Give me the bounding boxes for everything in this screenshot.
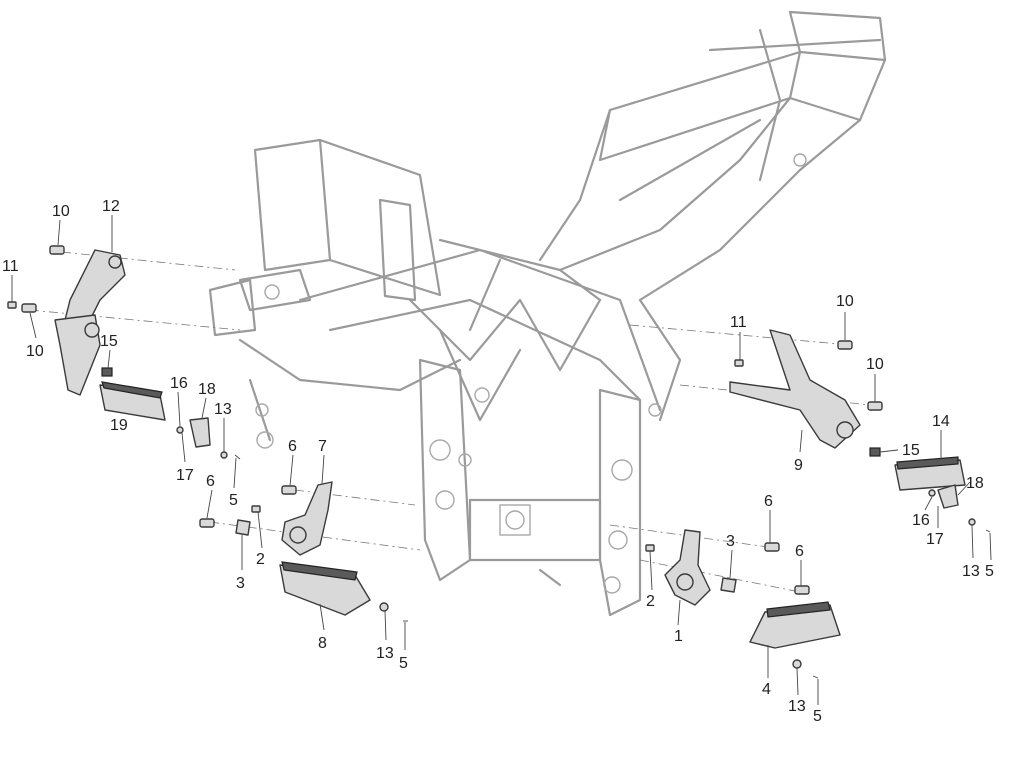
alignment-lines — [29, 251, 871, 593]
left-front-footpeg — [279, 561, 371, 616]
callout-10: 10 — [836, 293, 854, 310]
callout-5: 5 — [399, 655, 408, 672]
callout-10: 10 — [52, 203, 70, 220]
callout-6: 6 — [795, 543, 804, 560]
callout-19: 19 — [110, 417, 128, 434]
callout-16: 16 — [170, 375, 188, 392]
callout-13: 13 — [962, 563, 980, 580]
callout-10: 10 — [866, 356, 884, 373]
callout-18: 18 — [198, 381, 216, 398]
fasteners — [7, 245, 991, 679]
callout-8: 8 — [318, 635, 327, 652]
callout-3: 3 — [236, 575, 245, 592]
callout-6: 6 — [764, 493, 773, 510]
callout-2: 2 — [256, 551, 265, 568]
callout-11: 11 — [2, 258, 19, 275]
left-rear-footpeg-bracket — [54, 249, 126, 396]
callout-11: 11 — [730, 314, 747, 331]
callout-7: 7 — [318, 438, 327, 455]
left-front-footpeg-bracket — [281, 481, 333, 556]
callout-15: 15 — [100, 333, 118, 350]
callout-17: 17 — [926, 531, 944, 548]
callout-10: 10 — [26, 343, 44, 360]
callout-13: 13 — [376, 645, 394, 662]
callout-5: 5 — [813, 708, 822, 725]
callout-6: 6 — [288, 438, 297, 455]
callout-16: 16 — [912, 512, 930, 529]
callout-13: 13 — [214, 401, 232, 418]
callout-3: 3 — [726, 533, 735, 550]
callout-14: 14 — [932, 413, 950, 430]
right-front-footpeg-bracket — [664, 529, 711, 606]
callout-12: 12 — [102, 198, 120, 215]
callout-1: 1 — [674, 628, 683, 645]
callout-6: 6 — [206, 473, 215, 490]
callout-4: 4 — [762, 681, 771, 698]
right-rear-footpeg-bracket — [729, 329, 861, 449]
callout-17: 17 — [176, 467, 194, 484]
right-front-footpeg — [749, 601, 841, 649]
callout-13: 13 — [788, 698, 806, 715]
right-rear-footpeg — [894, 456, 966, 491]
callout-2: 2 — [646, 593, 655, 610]
callout-5: 5 — [985, 563, 994, 580]
motorcycle-frame — [208, 10, 887, 617]
callout-numbers: 10 12 11 10 15 16 18 13 19 17 5 6 7 6 2 … — [2, 198, 994, 725]
leader-lines — [11, 215, 992, 705]
callout-5: 5 — [229, 492, 238, 509]
left-rear-footpeg — [99, 381, 166, 421]
callout-18: 18 — [966, 475, 984, 492]
callout-15: 15 — [902, 442, 920, 459]
callout-9: 9 — [794, 457, 803, 474]
